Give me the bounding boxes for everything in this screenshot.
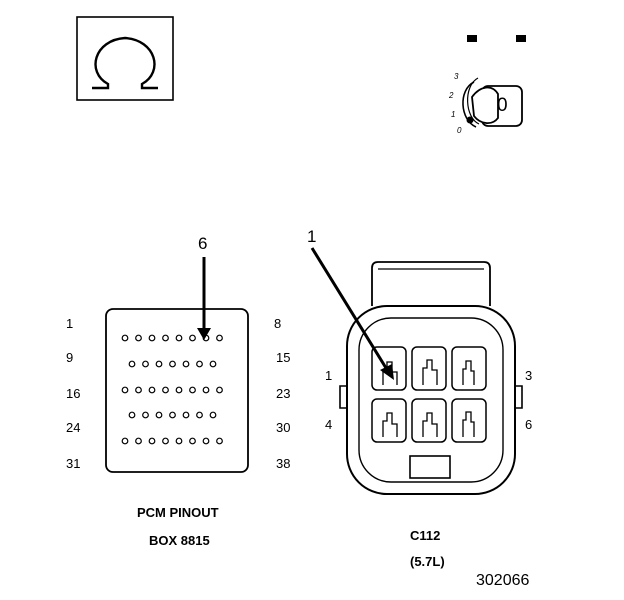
pcm-pin	[135, 437, 142, 445]
connector-variant: (5.7L)	[410, 554, 445, 569]
pcm-pin	[148, 437, 156, 445]
pcm-pin	[175, 386, 183, 394]
pcm-pin	[202, 437, 210, 445]
connector-c112	[339, 261, 523, 495]
pcm-pin	[135, 334, 142, 342]
connector-pin-6-label: 6	[525, 417, 533, 432]
pcm-pin	[216, 334, 223, 342]
pcm-pin	[189, 386, 196, 394]
connector-pin-3-label: 3	[525, 368, 533, 383]
pcm-right-row-1: 8	[274, 316, 282, 331]
pcm-pin	[121, 386, 129, 394]
pcm-box-number: BOX 8815	[149, 533, 210, 548]
pcm-pin	[121, 334, 129, 342]
pcm-pin	[202, 386, 210, 394]
pcm-pin	[155, 411, 163, 419]
ignition-pos-3: 3	[454, 72, 459, 81]
pcm-pin	[175, 437, 183, 445]
ohmmeter-icon	[76, 16, 174, 101]
pcm-pin	[216, 386, 223, 394]
pcm-pin	[155, 360, 163, 368]
indicator-right	[516, 35, 526, 42]
pcm-right-row-2: 15	[276, 350, 291, 365]
pcm-pin	[182, 360, 190, 368]
pcm-left-row-3: 16	[66, 386, 81, 401]
pcm-pin	[148, 386, 156, 394]
pcm-pinout-box	[105, 308, 249, 473]
pcm-pin	[162, 386, 169, 394]
connector-pin-4-label: 4	[325, 417, 333, 432]
pcm-pin	[169, 360, 176, 368]
pcm-pin	[128, 411, 136, 419]
pcm-pin	[148, 334, 156, 342]
figure-id: 302066	[476, 572, 530, 589]
pcm-pin-grid	[121, 334, 223, 445]
pcm-pin	[169, 411, 176, 419]
pcm-pin	[142, 411, 149, 419]
ignition-key-label: 0	[497, 95, 508, 116]
pcm-right-row-4: 30	[276, 420, 291, 435]
pcm-left-row-2: 9	[66, 350, 74, 365]
pcm-pin	[162, 437, 169, 445]
connector-name: C112	[410, 528, 441, 543]
pcm-pin	[142, 360, 149, 368]
pcm-right-row-3: 23	[276, 386, 291, 401]
ohm-symbol-text: Ω	[0, 0, 1, 1]
pcm-callout-arrow	[197, 257, 211, 340]
indicator-left	[467, 35, 477, 42]
pcm-callout-number: 6	[198, 234, 208, 253]
pcm-pin	[121, 437, 129, 445]
pcm-pin	[128, 360, 136, 368]
pcm-pin	[189, 437, 196, 445]
connector-callout-arrow	[310, 247, 394, 380]
connector-callout-number: 1	[307, 227, 317, 246]
ignition-pos-2: 2	[449, 91, 454, 100]
ignition-pos-0: 0	[457, 126, 462, 135]
pcm-pin	[196, 360, 203, 368]
pcm-left-row-5: 31	[66, 456, 81, 471]
pcm-left-row-1: 1	[66, 316, 74, 331]
pcm-pin	[182, 411, 190, 419]
pcm-left-row-4: 24	[66, 420, 81, 435]
pcm-pin	[162, 334, 169, 342]
pcm-right-row-5: 38	[276, 456, 291, 471]
pcm-pin	[196, 411, 203, 419]
ignition-pos-1: 1	[451, 110, 456, 119]
pcm-pin	[189, 334, 196, 342]
ignition-switch-icon	[462, 35, 526, 128]
pcm-pin	[209, 411, 217, 419]
connector-pin-1-label: 1	[325, 368, 333, 383]
pcm-pin	[135, 386, 142, 394]
pcm-pinout-title: PCM PINOUT	[137, 505, 219, 520]
pcm-pin	[209, 360, 217, 368]
pcm-pin	[175, 334, 183, 342]
pcm-pin	[216, 437, 223, 445]
